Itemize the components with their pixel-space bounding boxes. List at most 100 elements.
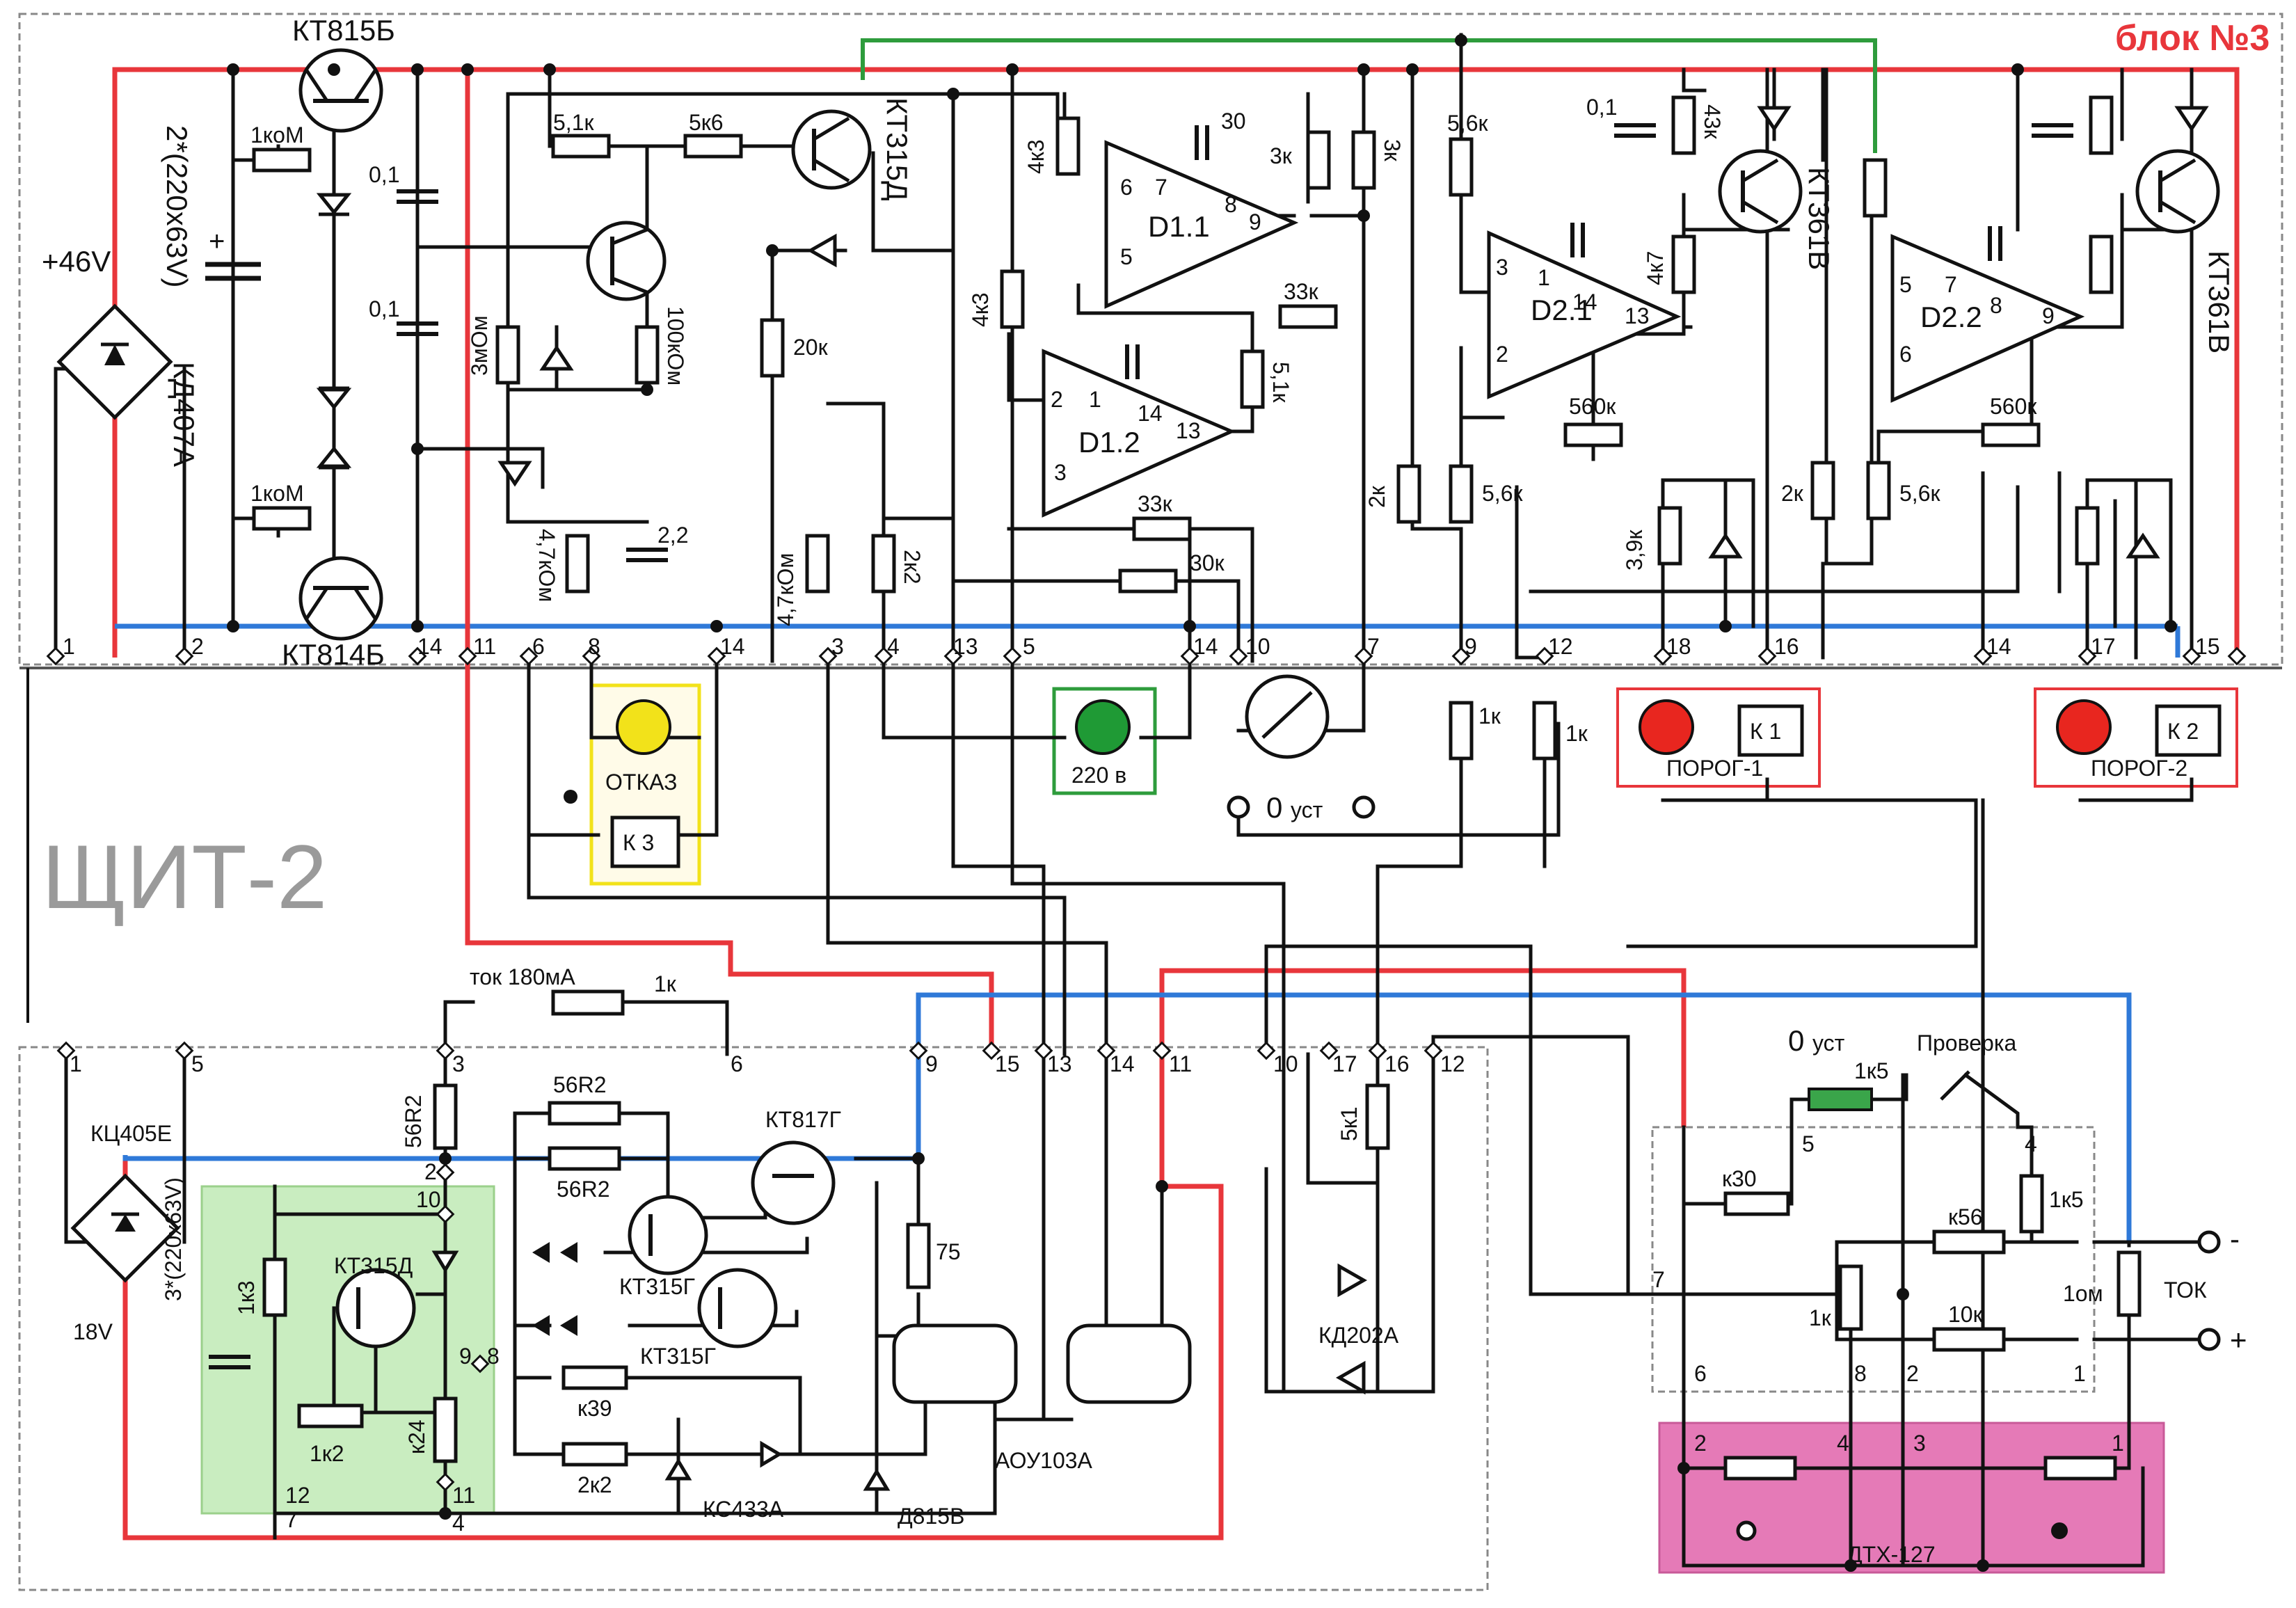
resistor-43k-a-label: 43к bbox=[1700, 104, 1725, 140]
tok-plus: + bbox=[2230, 1323, 2247, 1356]
transistor-kt361v-b bbox=[2135, 149, 2220, 234]
svg-text:1: 1 bbox=[1538, 265, 1550, 290]
check-label: Проверка bbox=[1917, 1030, 2017, 1056]
opamp-d11-label: D1.1 bbox=[1148, 210, 1210, 243]
capacitor-01-pair bbox=[397, 189, 438, 336]
svg-text:6: 6 bbox=[1120, 175, 1133, 200]
pot-1k-sensor[interactable] bbox=[1838, 1264, 1863, 1331]
upper-wiring bbox=[54, 33, 2194, 663]
svg-text:17: 17 bbox=[1332, 1051, 1357, 1076]
transistor-kt315g-b bbox=[697, 1268, 778, 1348]
resistor-20k bbox=[760, 318, 785, 378]
pot-tok-1k-label: 1к bbox=[654, 971, 677, 996]
resistor-3mom-label: 3мОм bbox=[467, 315, 492, 376]
pot-tok-1k[interactable] bbox=[551, 989, 625, 1016]
resistor-1k2 bbox=[297, 1403, 364, 1428]
resistor-56r2-a bbox=[433, 1083, 458, 1150]
resistor-51k-b-label: 5,1к bbox=[1268, 362, 1293, 403]
svg-text:5: 5 bbox=[1023, 634, 1035, 659]
resistor-1kom-top bbox=[252, 148, 312, 173]
resistor-51k bbox=[551, 134, 611, 159]
pot-1k5-b[interactable] bbox=[2019, 1174, 2044, 1234]
resistor-56k-mid bbox=[1449, 464, 1474, 524]
transistor-kt814b-label: КТ814Б bbox=[282, 638, 385, 671]
svg-text:14: 14 bbox=[720, 634, 745, 659]
svg-text:18: 18 bbox=[1666, 634, 1691, 659]
transistor-kt315d-lower-label: КТ315Д bbox=[334, 1253, 413, 1278]
trimmers-1k bbox=[1449, 701, 1557, 761]
resistor-k24-label: к24 bbox=[404, 1419, 429, 1454]
pot-zero-1k5[interactable] bbox=[1808, 1088, 1873, 1111]
svg-text:16: 16 bbox=[1774, 634, 1799, 659]
svg-text:10: 10 bbox=[416, 1187, 441, 1212]
svg-text:9: 9 bbox=[1249, 209, 1261, 234]
dtx-highlight bbox=[1658, 1422, 2165, 1574]
resistor-5k1 bbox=[1365, 1083, 1390, 1150]
svg-text:12: 12 bbox=[1440, 1051, 1465, 1076]
led-porog1-label: ПОРОГ-1 bbox=[1666, 756, 1763, 781]
led220-box bbox=[1052, 687, 1157, 795]
resistor-1kom-bottom bbox=[252, 506, 312, 531]
svg-text:5: 5 bbox=[1802, 1131, 1815, 1156]
resistor-1k2-label: 1к2 bbox=[310, 1441, 344, 1466]
svg-text:3: 3 bbox=[1913, 1431, 1926, 1456]
svg-text:16: 16 bbox=[1385, 1051, 1410, 1076]
zero-set-label: 0 bbox=[1266, 791, 1282, 824]
svg-text:1: 1 bbox=[63, 634, 75, 659]
resistor-1k3 bbox=[262, 1257, 287, 1317]
resistor-1kom-bottom-label: 1коМ bbox=[250, 481, 304, 506]
capacitors-30 bbox=[1125, 125, 2002, 379]
zero-set-sub: уст bbox=[1291, 797, 1323, 822]
resistor-2k2-lower bbox=[561, 1442, 628, 1467]
svg-text:13: 13 bbox=[1625, 303, 1650, 328]
svg-text:3: 3 bbox=[1496, 255, 1508, 280]
transistor-kt817g bbox=[751, 1140, 836, 1225]
led-220 bbox=[1075, 699, 1131, 755]
svg-text:14: 14 bbox=[1138, 401, 1163, 426]
svg-text:3: 3 bbox=[1054, 460, 1067, 485]
svg-text:14: 14 bbox=[417, 634, 443, 659]
svg-text:4: 4 bbox=[452, 1511, 465, 1536]
resistor-47kom-label: 4,7кОм bbox=[534, 529, 559, 602]
svg-text:9: 9 bbox=[1465, 634, 1477, 659]
pot-zero-1k5-label: 1к5 bbox=[1854, 1058, 1889, 1083]
resistor-k30-label: к30 bbox=[1722, 1166, 1757, 1191]
tok-terminal-plus[interactable] bbox=[2197, 1328, 2221, 1351]
bridge-kc405 bbox=[70, 1173, 180, 1283]
transistor-kt361v-b-label: КТ361В bbox=[2203, 250, 2235, 353]
svg-text:2: 2 bbox=[1051, 387, 1063, 412]
svg-text:14: 14 bbox=[1986, 634, 2011, 659]
sensor-zero-set: 0 bbox=[1788, 1024, 1804, 1057]
tok-label-right: ТОК bbox=[2164, 1277, 2207, 1303]
resistor-39k-a bbox=[1657, 506, 1682, 566]
resistor-4k7-a-label: 4к7 bbox=[1643, 250, 1668, 285]
tok-terminal-minus[interactable] bbox=[2197, 1230, 2221, 1254]
svg-text:3: 3 bbox=[452, 1051, 465, 1076]
optocoupler-label: АОУ103А bbox=[995, 1448, 1093, 1473]
svg-text:1: 1 bbox=[70, 1051, 82, 1076]
lower-right-terminal-numbers: 9 15 13 14 11 10 17 16 12 bbox=[925, 1051, 1465, 1076]
transistor-kt814b bbox=[298, 556, 383, 641]
resistor-k56-label: к56 bbox=[1948, 1204, 1983, 1229]
svg-text:10: 10 bbox=[1273, 1051, 1298, 1076]
resistor-56k-right-label: 5,6к bbox=[1899, 481, 1940, 506]
svg-text:15: 15 bbox=[995, 1051, 1020, 1076]
resistor-56r2-b-label: 56R2 bbox=[553, 1072, 607, 1097]
resistor-560k-a-label: 560к bbox=[1569, 394, 1616, 419]
transistor-kt817g-label: КТ817Г bbox=[765, 1107, 841, 1132]
resistor-4k3-mid-label: 4к3 bbox=[968, 292, 993, 327]
resistor-33k-a bbox=[1278, 304, 1338, 329]
svg-text:1: 1 bbox=[1089, 387, 1101, 412]
relay-k1-label: К 1 bbox=[1750, 719, 1781, 744]
resistor-56k-mid-label: 5,6к bbox=[1482, 481, 1523, 506]
svg-text:14: 14 bbox=[1110, 1051, 1135, 1076]
transistor-kt315g-b-label: КТ315Г bbox=[640, 1344, 716, 1369]
zero-set-terminal-a[interactable] bbox=[1227, 795, 1250, 819]
tok-minus: - bbox=[2230, 1223, 2240, 1255]
svg-text:8: 8 bbox=[588, 634, 600, 659]
led-porog1 bbox=[1639, 699, 1694, 755]
zero-set-terminal-b[interactable] bbox=[1352, 795, 1376, 819]
resistor-2k-a-label: 2к bbox=[1364, 485, 1389, 508]
check-switch[interactable] bbox=[1940, 1070, 1970, 1101]
